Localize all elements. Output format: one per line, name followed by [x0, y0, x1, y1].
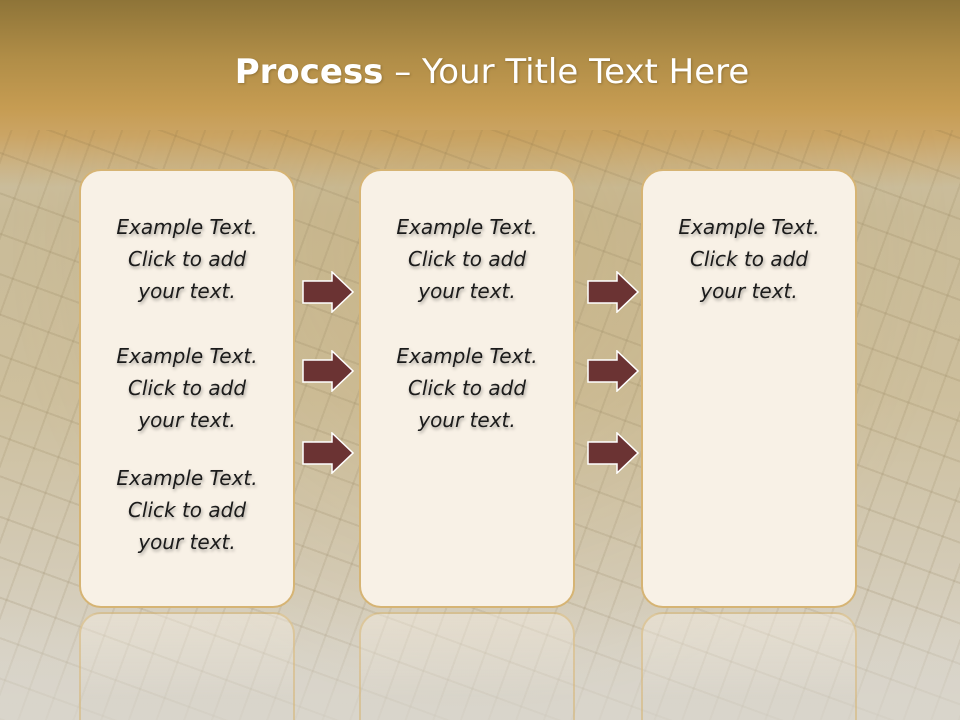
text-line: Example Text. — [678, 215, 820, 239]
text-line: Example Text. — [396, 344, 538, 368]
arrow-right-icon — [587, 271, 639, 313]
process-box-2[interactable] — [359, 169, 575, 608]
box-2-text-2[interactable]: Example Text. Click to add your text. — [359, 340, 575, 436]
text-line: your text. — [418, 408, 516, 432]
box-1-text-2[interactable]: Example Text. Click to add your text. — [79, 340, 295, 436]
arrow-right-icon — [587, 432, 639, 474]
title-bold: Process — [234, 52, 384, 92]
text-line: your text. — [138, 408, 236, 432]
arrow-right-icon — [302, 350, 354, 392]
text-line: Click to add — [127, 376, 247, 400]
box-1-text-1[interactable]: Example Text. Click to add your text. — [79, 211, 295, 307]
text-line: Example Text. — [116, 215, 258, 239]
text-line: Click to add — [127, 498, 247, 522]
box-1-text-3[interactable]: Example Text. Click to add your text. — [79, 462, 295, 558]
arrow-right-icon — [587, 350, 639, 392]
arrow-right-icon — [302, 432, 354, 474]
text-line: your text. — [138, 530, 236, 554]
box-reflection-2 — [359, 612, 575, 720]
text-line: your text. — [138, 279, 236, 303]
text-line: Click to add — [127, 247, 247, 271]
text-line: your text. — [700, 279, 798, 303]
text-line: your text. — [418, 279, 516, 303]
text-line: Click to add — [407, 376, 527, 400]
title-rest: – Your Title Text Here — [383, 52, 750, 92]
text-line: Click to add — [689, 247, 809, 271]
box-reflection-3 — [641, 612, 857, 720]
box-3-text-1[interactable]: Example Text. Click to add your text. — [641, 211, 857, 307]
text-line: Example Text. — [116, 344, 258, 368]
text-line: Example Text. — [396, 215, 538, 239]
process-box-1[interactable] — [79, 169, 295, 608]
text-line: Example Text. — [116, 466, 258, 490]
box-2-text-1[interactable]: Example Text. Click to add your text. — [359, 211, 575, 307]
box-reflection-1 — [79, 612, 295, 720]
slide-title[interactable]: Process – Your Title Text Here — [0, 52, 960, 92]
process-box-3[interactable] — [641, 169, 857, 608]
arrow-right-icon — [302, 271, 354, 313]
floor-fade — [0, 600, 960, 720]
text-line: Click to add — [407, 247, 527, 271]
